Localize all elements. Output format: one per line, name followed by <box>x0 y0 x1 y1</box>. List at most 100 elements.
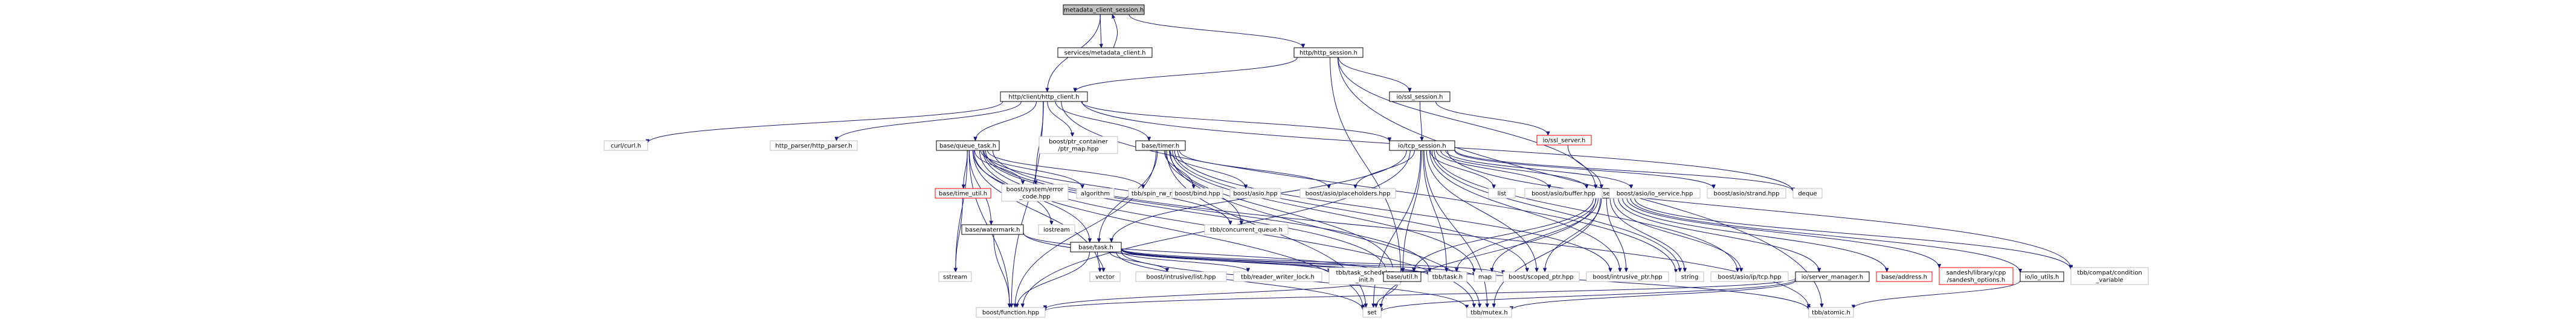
node-map: map <box>1473 271 1496 282</box>
node-http_session[interactable]: http/http_session.h <box>1293 47 1364 58</box>
node-ssl_server: io/ssl_server.h <box>1536 135 1592 146</box>
edge-http_session-to-tcp_server <box>1338 57 1596 188</box>
edge-https_client-to-http_parser <box>837 101 1022 141</box>
edge-tcp_server-to-compat_cond <box>1634 198 2071 269</box>
node-box-sandesh_opts <box>1939 267 2014 285</box>
edge-queue_task-to-sstream <box>956 150 968 272</box>
edge-https_client-to-timer <box>1055 101 1149 141</box>
node-function: boost/function.hpp <box>976 307 1046 318</box>
node-iostream: iostream <box>1038 224 1075 235</box>
node-label-list: list <box>1498 191 1507 198</box>
edge-time_util-to-sstream <box>956 198 963 272</box>
node-compat_cond: tbb/compat/condition_variable <box>2070 267 2149 285</box>
edge-tcp_server-to-scoped_ptr <box>1545 198 1602 272</box>
node-server_manager[interactable]: io/server_manager.h <box>1795 271 1870 282</box>
node-label-sandesh_opts: sandesh/library/cpp <box>1946 270 2006 277</box>
node-box-conc_queue <box>1204 224 1289 235</box>
node-box-tbb_task <box>1428 271 1467 282</box>
edge-tcp_session-to-base_util <box>1403 150 1422 272</box>
node-box-error_code <box>1001 184 1069 202</box>
edge-timer-to-intrusive_ptr <box>1177 150 1610 272</box>
node-box-mutex <box>1466 307 1512 318</box>
edge-ssl_server-to-tcp_server <box>1567 144 1602 188</box>
node-ssl_session[interactable]: io/ssl_session.h <box>1389 91 1451 102</box>
node-box-http_parser <box>770 140 858 151</box>
node-services_mc[interactable]: services/metadata_client.h <box>1057 47 1153 58</box>
edge-base_task-to-vector <box>1096 251 1103 272</box>
node-asio_ph: boost/asio/placeholders.hpp <box>1299 188 1396 199</box>
node-label-bind: boost/bind.hpp <box>1174 191 1220 198</box>
edge-root-to-http_session <box>1129 14 1303 48</box>
node-label-sandesh_opts: /sandesh_options.h <box>1947 277 2005 284</box>
edge-timer-to-function <box>1015 150 1157 308</box>
node-label-server_manager: io/server_manager.h <box>1802 274 1863 281</box>
node-set: set <box>1362 307 1382 318</box>
node-tbb_task: tbb/task.h <box>1428 271 1467 282</box>
node-intrusive_ptr: boost/intrusive_ptr.hpp <box>1586 271 1669 282</box>
node-scoped_ptr: boost/scoped_ptr.hpp <box>1502 271 1580 282</box>
node-label-ptr_container: boost/ptr_container <box>1049 139 1109 146</box>
edge-timer-to-asio <box>1170 150 1246 188</box>
node-label-string: string <box>1681 274 1699 281</box>
node-box-atomic <box>1808 307 1854 318</box>
node-label-ssl_session: io/ssl_session.h <box>1397 94 1443 101</box>
node-label-http_session: http/http_session.h <box>1299 50 1357 57</box>
edge-tcp_server-to-tbb_task <box>1457 198 1597 272</box>
node-label-deque: deque <box>1798 191 1817 198</box>
node-string: string <box>1675 271 1704 282</box>
node-label-mutex: tbb/mutex.h <box>1470 310 1507 317</box>
node-error_code: boost/system/error_code.hpp <box>1001 184 1069 202</box>
node-label-asio_buffer: boost/asio/buffer.hpp <box>1531 191 1596 198</box>
node-box-string <box>1675 271 1704 282</box>
node-label-algorithm: algorithm <box>1081 191 1110 198</box>
node-box-curl <box>604 140 648 151</box>
node-vector: vector <box>1089 271 1121 282</box>
edge-base_task-to-rw_lock <box>1121 251 1248 272</box>
node-box-ptr_container <box>1038 136 1118 154</box>
node-rw_lock: tbb/reader_writer_lock.h <box>1233 271 1322 282</box>
node-bind: boost/bind.hpp <box>1171 188 1223 199</box>
node-box-base_address <box>1876 271 1933 282</box>
node-time_util: base/time_util.h <box>935 188 991 199</box>
edge-https_client-to-queue_task <box>975 101 1037 141</box>
node-algorithm: algorithm <box>1076 188 1115 199</box>
node-box-asio_strand <box>1707 188 1786 199</box>
edge-queue_task-to-set <box>979 150 1363 309</box>
node-box-asio_buffer <box>1524 188 1603 199</box>
node-label-asio_strand: boost/asio/strand.hpp <box>1714 191 1780 198</box>
edge-base_task-to-tbb_task <box>1121 249 1428 275</box>
node-root[interactable]: metadata_client_session.h <box>1063 4 1145 15</box>
edge-tcp_session-to-compat_cond <box>1447 150 2071 269</box>
node-https_client[interactable]: http/client/http_client.h <box>1000 91 1088 102</box>
node-label-atomic: tbb/atomic.h <box>1812 310 1850 317</box>
node-label-iostream: iostream <box>1043 227 1070 234</box>
edge-https_client-to-ptr_container <box>1047 101 1072 137</box>
edge-layer <box>648 14 2071 312</box>
node-label-intrusive_ptr: boost/intrusive_ptr.hpp <box>1592 274 1662 281</box>
edge-https_client-to-string <box>1061 101 1676 273</box>
node-label-vector: vector <box>1095 274 1115 281</box>
node-base_task[interactable]: base/task.h <box>1070 242 1122 253</box>
edge-tcp_server-to-set <box>1381 198 1596 308</box>
node-timer[interactable]: base/timer.h <box>1135 140 1186 151</box>
node-base_util[interactable]: base/util.h <box>1383 271 1422 282</box>
node-watermark[interactable]: base/watermark.h <box>961 224 1024 235</box>
node-queue_task[interactable]: base/queue_task.h <box>936 140 1000 151</box>
node-label-queue_task: base/queue_task.h <box>939 143 996 150</box>
node-box-base_task <box>1070 242 1122 253</box>
node-label-curl: curl/curl.h <box>611 143 641 150</box>
node-box-services_mc <box>1057 47 1153 58</box>
node-tcp_session[interactable]: io/tcp_session.h <box>1389 140 1455 151</box>
edge-tcp_session-to-asio_ph <box>1355 150 1415 188</box>
edge-base_task-to-scoped_ptr <box>1121 248 1503 274</box>
node-label-base_task: base/task.h <box>1078 245 1113 251</box>
edge-tcp_server-to-base_util <box>1414 198 1594 272</box>
node-label-rw_lock: tbb/reader_writer_lock.h <box>1241 274 1315 281</box>
edge-http_session-to-https_client <box>1075 57 1298 92</box>
node-box-time_util <box>935 188 991 199</box>
node-box-timer <box>1135 140 1186 151</box>
node-io_utils[interactable]: io/io_utils.h <box>2020 271 2064 282</box>
node-box-ssl_session <box>1389 91 1451 102</box>
node-asio_buffer: boost/asio/buffer.hpp <box>1524 188 1603 199</box>
